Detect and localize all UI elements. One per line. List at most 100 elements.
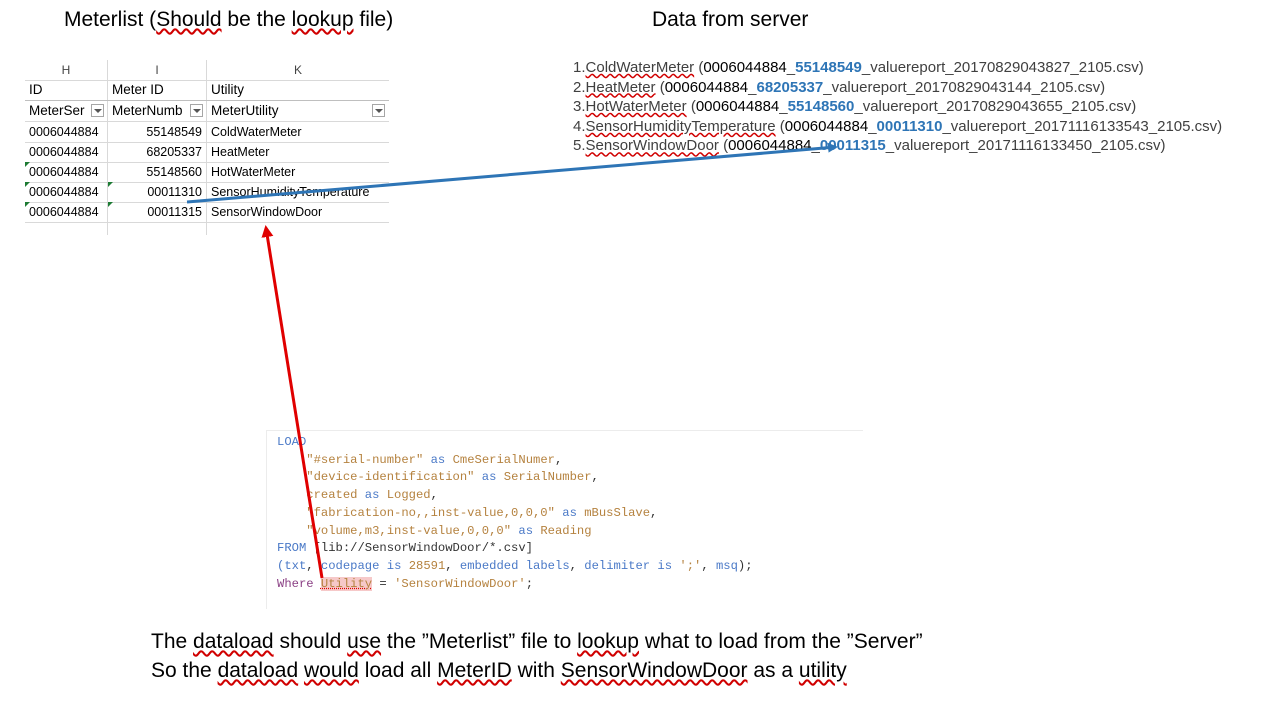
cell-serial[interactable]: 0006044884 — [25, 162, 108, 182]
paren: ( — [694, 59, 704, 76]
header-utility[interactable]: Utility — [211, 82, 244, 97]
server-heading: Data from server — [652, 8, 809, 31]
code-token: , — [554, 452, 563, 467]
code-token: "volume,m3,inst-value,0,0,0" — [306, 523, 512, 538]
cell-serial[interactable]: 0006044884 — [25, 202, 108, 222]
cell-serial[interactable]: 0006044884 — [25, 182, 108, 202]
code-line: "fabrication-no,,inst-value,0,0,0" as mB… — [277, 505, 657, 523]
code-token: as — [474, 470, 504, 485]
item-number: 4. — [573, 117, 586, 135]
separator: _ — [779, 98, 788, 116]
file-suffix: _valuereport_20171116133543_2105.csv) — [942, 117, 1223, 135]
cell-meter-id[interactable]: 00011310 — [108, 182, 207, 202]
cell-meter-id[interactable]: 68205337 — [108, 142, 207, 162]
column-letter-k[interactable]: K — [207, 60, 389, 80]
paren: ( — [686, 98, 696, 116]
cell-text: 00011310 — [147, 185, 202, 199]
table-row: 0006044884 00011315 SensorWindowDoor — [25, 202, 389, 223]
filter-cell-meterserial[interactable]: MeterSer — [25, 101, 108, 121]
code-token: delimiter — [584, 558, 651, 573]
list-item: 1.ColdWaterMeter (0006044884_55148549_va… — [573, 58, 1222, 78]
cell-text: 0006044884 — [29, 205, 99, 219]
filter-cell-meternumber[interactable]: MeterNumb — [108, 101, 207, 121]
header-id[interactable]: ID — [25, 80, 108, 100]
code-token: msq — [715, 558, 738, 573]
explanation-line-1: The dataload should use the ”Meterlist” … — [151, 627, 923, 656]
empty-row — [25, 222, 389, 235]
empty-cell[interactable] — [108, 222, 207, 235]
text-part: MeterID — [437, 659, 512, 682]
cell-utility[interactable]: HeatMeter — [211, 145, 270, 159]
separator: _ — [748, 78, 757, 96]
cell-text: 0006044884 — [29, 165, 99, 179]
text-part: the ”Meterlist” file to — [381, 630, 578, 653]
code-token: txt — [284, 558, 307, 573]
text-part: dataload — [193, 630, 274, 653]
code-token: codepage — [320, 558, 380, 573]
code-line: "device-identification" as SerialNumber, — [277, 469, 599, 487]
cell-utility[interactable]: ColdWaterMeter — [211, 125, 302, 139]
error-indicator-icon — [25, 162, 30, 167]
code-token: , — [306, 558, 321, 573]
code-token: embedded labels — [459, 558, 570, 573]
meter-id: 68205337 — [756, 78, 824, 96]
filter-label: MeterSer — [29, 103, 85, 118]
code-token-error: Utility — [320, 576, 373, 591]
filter-dropdown-icon[interactable] — [91, 104, 104, 117]
text-part: The — [151, 630, 194, 653]
filter-label: MeterNumb — [112, 103, 183, 118]
filter-dropdown-icon[interactable] — [190, 104, 203, 117]
serial-number: 0006044884 — [664, 78, 749, 96]
table-row: 0006044884 55148549 ColdWaterMeter — [25, 122, 389, 143]
file-suffix: _valuereport_20170829043827_2105.csv) — [861, 59, 1144, 76]
meter-id: 55148560 — [787, 98, 855, 116]
column-letter-i[interactable]: I — [108, 60, 207, 80]
cell-serial[interactable]: 0006044884 — [25, 122, 108, 142]
code-token: "device-identification" — [306, 470, 475, 485]
code-token: as — [423, 452, 453, 467]
paren: ( — [775, 117, 785, 135]
load-script-editor[interactable]: LOAD "#serial-number" as CmeSerialNumer,… — [266, 430, 863, 609]
code-token: , — [591, 470, 599, 485]
meterlist-spreadsheet: H I K ID Meter ID Utility MeterSer Meter… — [25, 60, 389, 236]
empty-cell[interactable] — [25, 222, 108, 235]
list-item: 2.HeatMeter (0006044884_68205337_valuere… — [573, 78, 1222, 98]
column-letter-h[interactable]: H — [25, 60, 108, 80]
cell-meter-id[interactable]: 00011315 — [108, 202, 207, 222]
cell-utility[interactable]: HotWaterMeter — [211, 165, 296, 179]
table-row: 0006044884 55148560 HotWaterMeter — [25, 162, 389, 183]
text-part: SensorWindowDoor — [560, 659, 748, 682]
list-item: 4.SensorHumidityTemperature (0006044884_… — [573, 117, 1222, 137]
explanation-text: The dataload should use the ”Meterlist” … — [151, 627, 923, 685]
text-part: what to load from the ”Server” — [638, 630, 923, 653]
header-meter-id[interactable]: Meter ID — [108, 80, 207, 100]
code-token: 28591 — [408, 558, 446, 573]
code-token: is — [650, 558, 680, 573]
filter-row: MeterSer MeterNumb MeterUtility — [25, 101, 389, 122]
filter-label: MeterUtility — [211, 103, 279, 118]
code-token: as — [554, 505, 585, 520]
meter-name: HotWaterMeter — [585, 98, 687, 116]
cell-meter-id[interactable]: 55148560 — [108, 162, 207, 182]
meter-name: SensorWindowDoor — [585, 137, 719, 155]
code-token: Where — [277, 576, 314, 591]
red-arrow — [261, 225, 324, 579]
file-suffix: _valuereport_20170829043655_2105.csv) — [854, 98, 1137, 116]
code-token: , — [569, 558, 585, 573]
blue-arrow — [186, 142, 838, 204]
cell-utility[interactable]: SensorWindowDoor — [211, 205, 323, 219]
heading-part: lookup — [291, 8, 354, 31]
code-token: ( — [277, 558, 285, 573]
filter-cell-meterutility[interactable]: MeterUtility — [207, 101, 389, 121]
item-number: 2. — [573, 78, 586, 96]
heading-part: be the — [221, 8, 292, 31]
error-indicator-icon — [25, 182, 30, 187]
filter-dropdown-icon[interactable] — [372, 104, 385, 117]
meterlist-heading: Meterlist (Should be the lookup file) — [64, 8, 393, 32]
cell-serial[interactable]: 0006044884 — [25, 142, 108, 162]
code-token: FROM — [277, 541, 307, 556]
text-part: as a — [747, 659, 799, 682]
heading-part: Meterlist ( — [64, 8, 157, 31]
cell-meter-id[interactable]: 55148549 — [108, 122, 207, 142]
code-token: is — [379, 558, 409, 573]
